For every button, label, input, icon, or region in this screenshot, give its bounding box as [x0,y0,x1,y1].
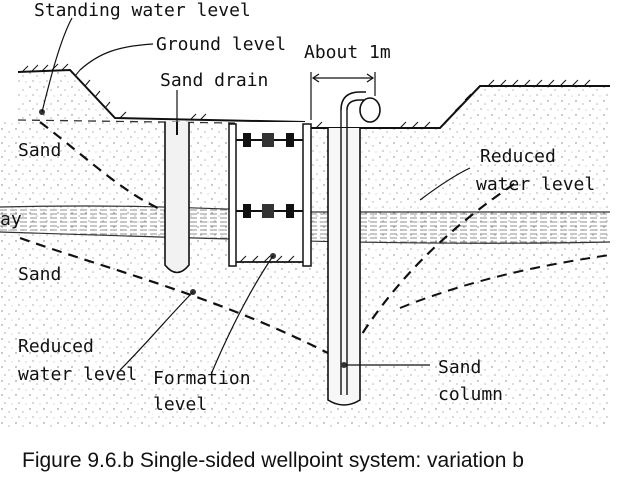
label-clay: ay [0,209,22,230]
label-reduced-left-2: water level [18,364,137,385]
label-about-1m: About 1m [304,42,391,63]
label-reduced-right-1: Reduced [480,146,556,167]
sand-column [327,128,361,406]
sand-drain [164,122,190,274]
label-formation-level-1: Formation [153,368,251,389]
label-sand-column-2: column [438,384,503,405]
formation-hatching [239,255,295,263]
leader-standing-water [41,17,73,113]
label-sand-bottom: Sand [18,264,61,285]
leader-ground-level [79,43,154,71]
header-pipe-bend [340,91,366,111]
ground-surface-left [17,68,306,123]
sand-column-marker [341,362,347,368]
label-reduced-left-1: Reduced [18,336,94,357]
about-1m-dimension [310,72,376,120]
leader-formation [211,255,274,373]
label-standing-water-level: Standing water level [34,0,251,21]
leader-reduced-left [119,291,194,371]
reduced-water-level-lower [19,236,346,363]
label-sand-top: Sand [18,140,61,161]
sheet-pile-right [302,123,312,267]
ground-surface-right [305,85,610,129]
strut-lower [236,204,303,218]
figure-caption: Figure 9.6.b Single-sided wellpoint syst… [22,449,524,472]
leader-lines [41,17,471,373]
header-pipe-bend-inner [346,99,366,111]
label-formation-level-2: level [153,394,207,415]
reduced-water-level-far-right [399,254,611,309]
ground-hatching [21,63,591,129]
label-ground-level: Ground level [156,34,286,55]
strut-upper [236,133,303,147]
header-pipe [359,97,381,123]
label-sand-drain: Sand drain [160,70,268,91]
reduced-water-level-upper [39,121,176,217]
sheet-pile-left [228,123,237,267]
label-sand-column-1: Sand [438,357,481,378]
leader-reduced-right [419,167,471,201]
label-reduced-right-2: water level [476,174,595,195]
